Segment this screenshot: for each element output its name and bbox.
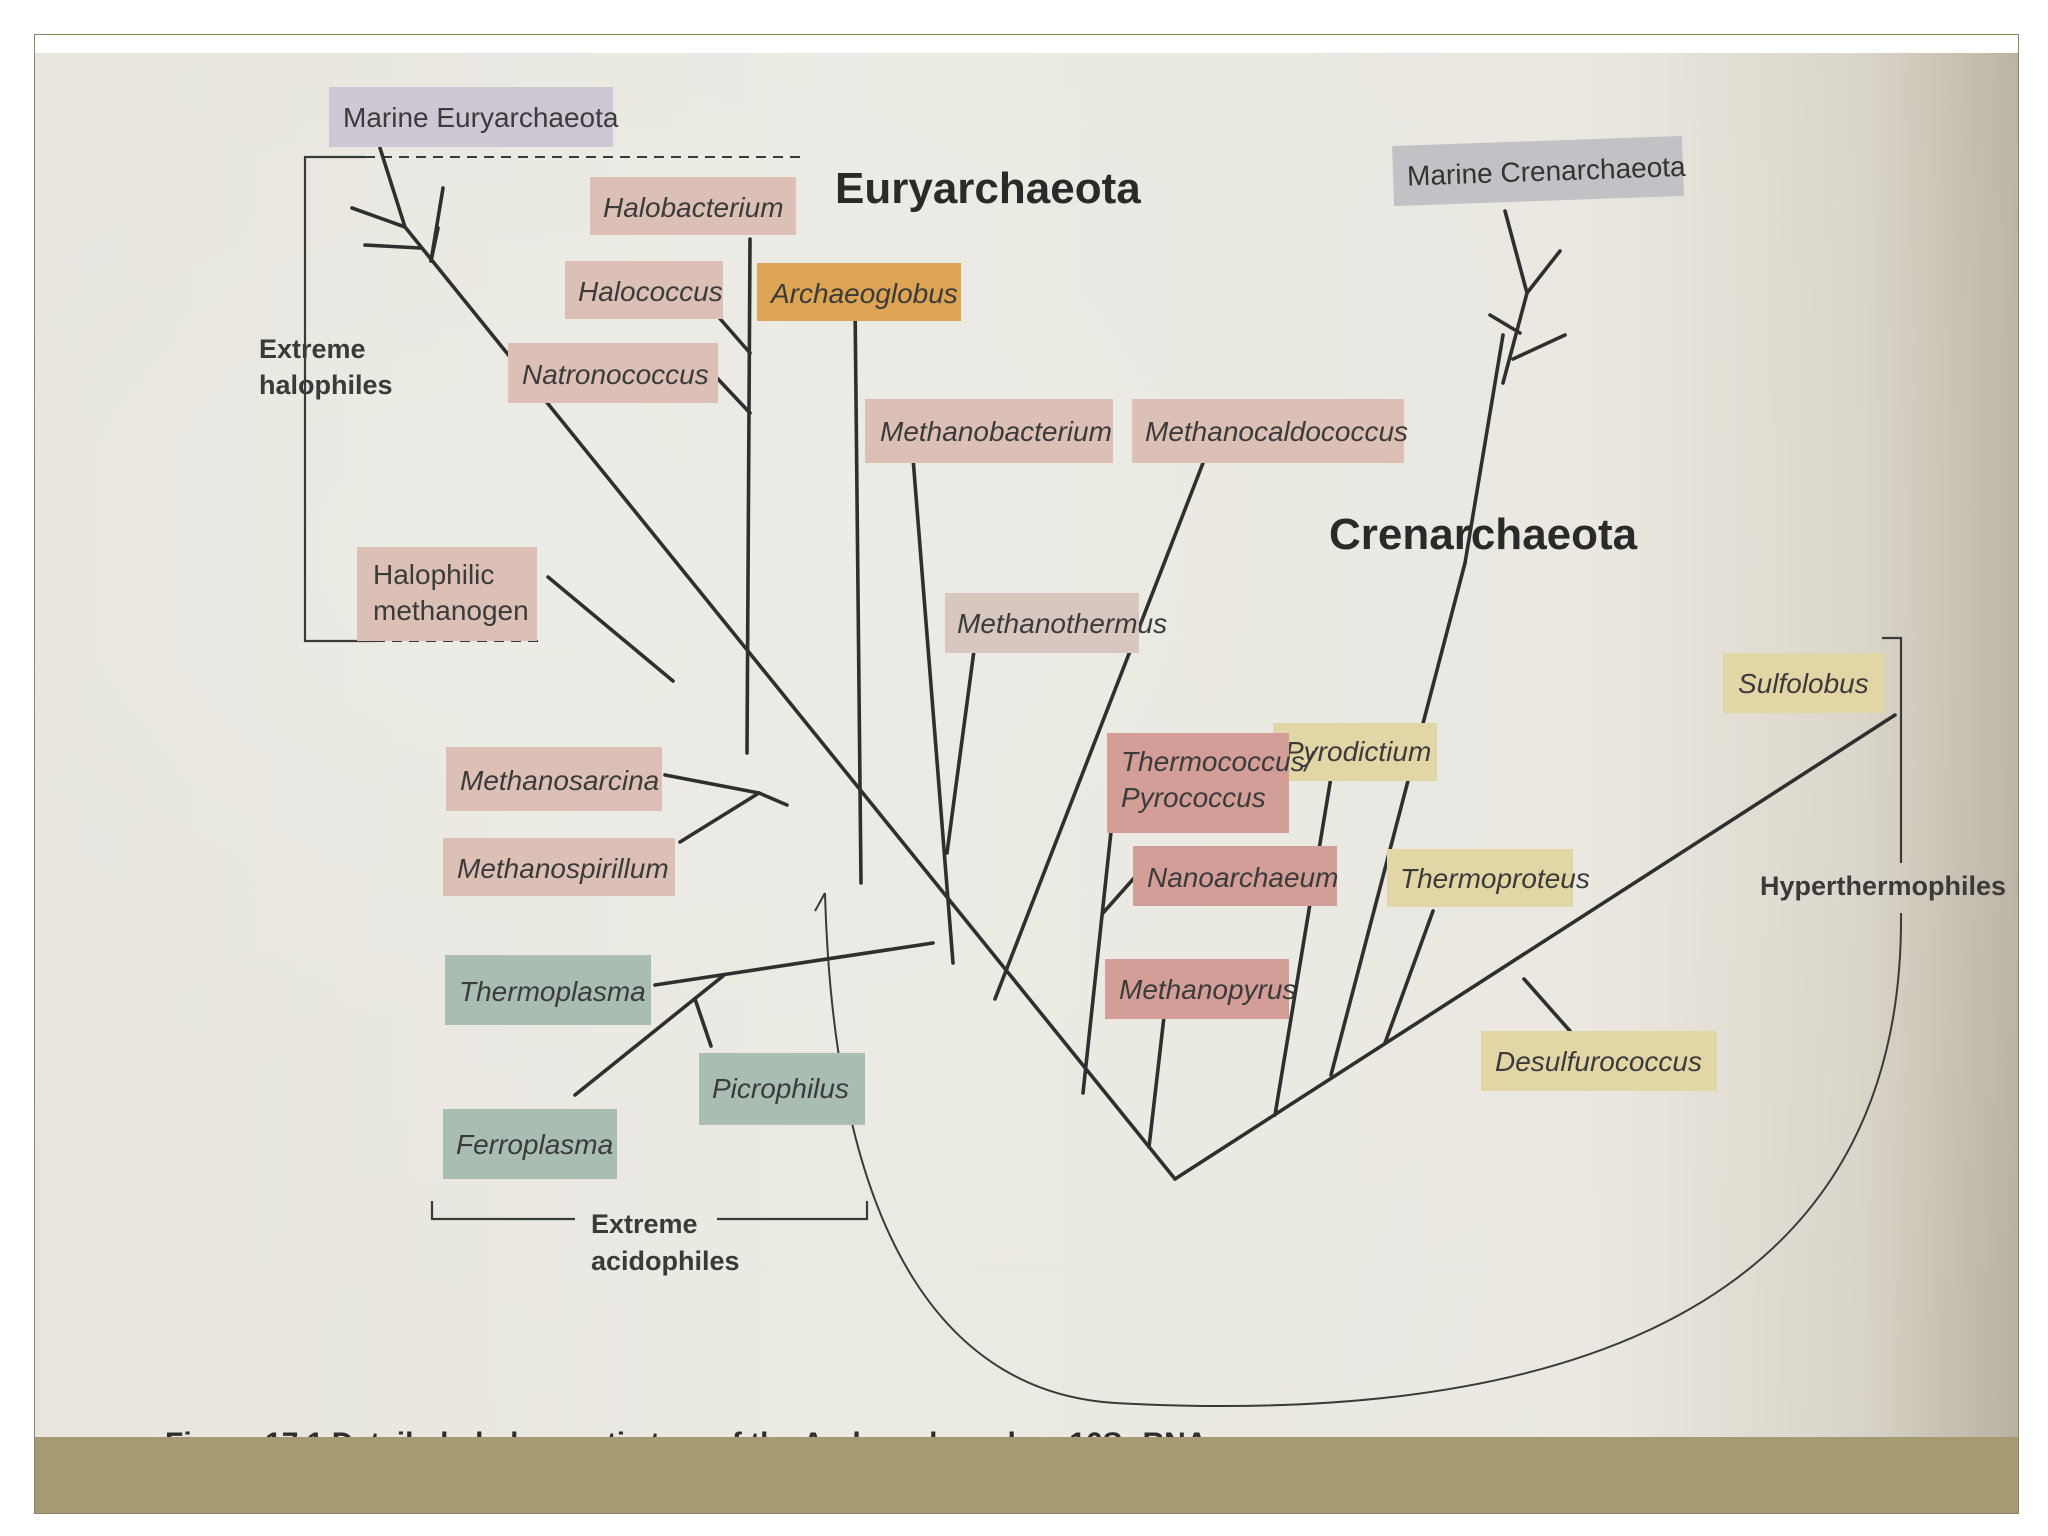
taxon-label: Methanocaldococcus: [1145, 416, 1408, 447]
taxon-label: Archaeoglobus: [769, 278, 958, 309]
hyperthermophiles-bracket: [814, 636, 1903, 1407]
taxon-sulfolobus: Sulfolobus: [1723, 653, 1885, 713]
branch-halococcus: [713, 311, 752, 355]
page-shading: [35, 53, 2018, 1473]
branch-methanocaldococcus: [993, 461, 1205, 1001]
branch-thermococcus: [1081, 811, 1115, 1095]
branch-nanoarchaeum: [1101, 875, 1137, 915]
branch-crenarchaeota-main: [1329, 561, 1467, 1077]
taxon-thermoproteus: Thermoproteus: [1387, 849, 1590, 907]
branch-tip: [350, 206, 407, 229]
taxon-halobacterium: Halobacterium: [590, 177, 796, 235]
label-extreme-acidophiles: Extreme acidophiles: [591, 1209, 740, 1276]
branch-methanosarcina: [663, 773, 761, 795]
branch-tip: [378, 146, 407, 229]
taxon-archaeoglobus: Archaeoglobus: [757, 263, 961, 321]
branch-methanobacterium: [911, 456, 955, 965]
taxon-pyrodictium: Pyrodictium: [1273, 723, 1437, 781]
taxon-label: Pyrodictium: [1285, 736, 1431, 767]
taxon-label: Picrophilus: [712, 1073, 849, 1104]
taxon-label: Thermococcus/ Pyrococcus: [1121, 746, 1320, 813]
taxon-marine-euryarchaeota: Marine Euryarchaeota: [329, 87, 619, 147]
branch-tip: [429, 186, 445, 263]
branch-node: [757, 791, 789, 807]
branch-methanopyrus: [1147, 1006, 1167, 1149]
taxon-label: Methanothermus: [957, 608, 1167, 639]
footer-bar: [35, 1437, 2018, 1513]
phylogenetic-tree: Euryarchaeota Crenarchaeota Extreme halo…: [35, 53, 2018, 1473]
slide: Euryarchaeota Crenarchaeota Extreme halo…: [34, 34, 2019, 1514]
taxon-desulfurococcus: Desulfurococcus: [1481, 1031, 1717, 1091]
branch-natronococcus: [715, 376, 752, 415]
branch-methanospirillum: [678, 791, 761, 844]
taxon-label: Halococcus: [578, 276, 723, 307]
branch-ferroplasma: [573, 974, 725, 1097]
taxon-methanosarcina: Methanosarcina: [446, 747, 662, 811]
taxon-methanocaldococcus: Methanocaldococcus: [1132, 399, 1408, 463]
branch-crenarchaeota-main: [1463, 333, 1505, 565]
branch-thermoplasma-group: [653, 941, 935, 987]
taxon-label: Methanobacterium: [880, 416, 1112, 447]
branch-archaeoglobus: [853, 299, 863, 885]
taxon-label: Natronococcus: [522, 359, 709, 390]
taxon-thermococcus-pyrococcus: Thermococcus/ Pyrococcus: [1107, 733, 1320, 833]
taxon-label: Thermoplasma: [459, 976, 646, 1007]
taxon-label: Desulfurococcus: [1495, 1046, 1702, 1077]
taxon-label: Halobacterium: [603, 192, 784, 223]
taxon-label: Sulfolobus: [1738, 668, 1869, 699]
branch-tip: [1503, 209, 1529, 295]
taxon-marine-crenarchaeota: Marine Crenarchaeota: [1392, 135, 1686, 207]
heading-crenarchaeota: Crenarchaeota: [1329, 510, 1638, 559]
branch-tip: [363, 243, 422, 250]
acidophiles-bracket: [430, 1201, 869, 1221]
taxon-methanospirillum: Methanospirillum: [443, 838, 675, 896]
branch-tip: [1511, 333, 1567, 361]
taxon-halophilic-methanogen: Halophilic methanogen: [357, 547, 537, 641]
tree-branches: [350, 146, 1897, 1181]
branch-thermoproteus: [1383, 909, 1435, 1045]
taxon-label: Methanopyrus: [1119, 974, 1296, 1005]
taxon-thermoplasma: Thermoplasma: [445, 955, 651, 1025]
taxon-natronococcus: Natronococcus: [508, 343, 718, 403]
taxon-label: Methanosarcina: [460, 765, 659, 796]
taxon-label: Nanoarchaeum: [1147, 862, 1338, 893]
taxon-picrophilus: Picrophilus: [699, 1053, 865, 1125]
branch-picrophilus: [693, 997, 713, 1048]
branch-halobacterium: [745, 237, 752, 755]
taxon-nanoarchaeum: Nanoarchaeum: [1133, 846, 1338, 906]
taxon-label: Halophilic methanogen: [373, 559, 529, 626]
diagram-photo: Euryarchaeota Crenarchaeota Extreme halo…: [35, 53, 2018, 1473]
taxon-label: Ferroplasma: [456, 1129, 613, 1160]
branch-tip: [1501, 291, 1529, 385]
taxon-methanothermus: Methanothermus: [945, 593, 1167, 653]
heading-euryarchaeota: Euryarchaeota: [835, 164, 1141, 213]
taxon-methanobacterium: Methanobacterium: [865, 399, 1113, 463]
branch-desulfurococcus: [1522, 977, 1572, 1033]
taxon-label: Thermoproteus: [1400, 863, 1590, 894]
taxon-methanopyrus: Methanopyrus: [1105, 959, 1296, 1019]
branch-methanothermus: [945, 641, 977, 855]
branch-halophilic-methanogen: [546, 575, 675, 683]
taxon-label: Methanospirillum: [457, 853, 669, 884]
branch-pyrodictium: [1273, 751, 1337, 1117]
taxon-halococcus: Halococcus: [565, 261, 723, 319]
label-hyperthermophiles: Hyperthermophiles: [1760, 871, 2006, 901]
label-extreme-halophiles: Extreme halophiles: [259, 334, 393, 400]
taxon-ferroplasma: Ferroplasma: [443, 1109, 617, 1179]
branch-tip: [1488, 313, 1522, 335]
branch-tip: [1525, 249, 1562, 295]
taxon-label: Marine Euryarchaeota: [343, 102, 619, 133]
branch-trunk-crenarchaeota: [1173, 713, 1897, 1181]
